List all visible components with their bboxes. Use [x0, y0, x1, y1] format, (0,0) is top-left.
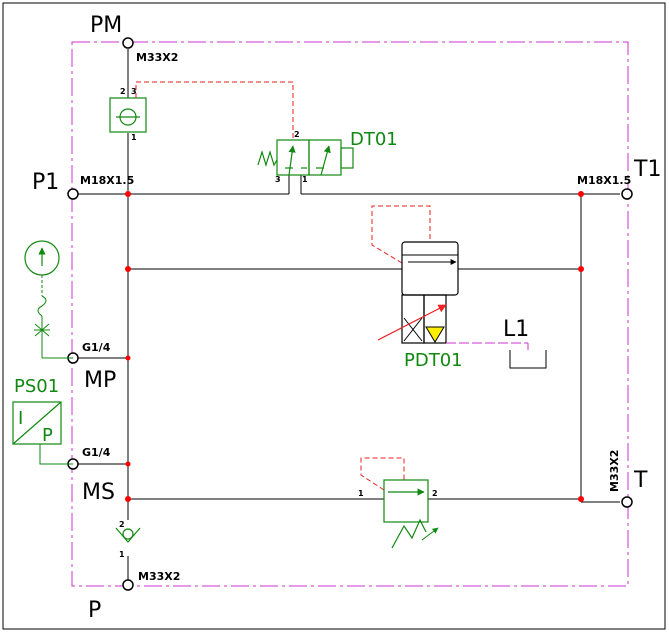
ps01-label: PS01 — [14, 376, 59, 397]
valve-dt01: 2 3 1 DT01 — [257, 129, 398, 184]
relief-port-1: 1 — [358, 489, 364, 498]
port-pm-circle — [122, 37, 134, 49]
shuttle-port-3: 3 — [131, 87, 137, 96]
junction-dot — [578, 266, 584, 272]
port-t-circle — [621, 496, 633, 508]
shuttle-port-2: 2 — [120, 87, 126, 96]
l1-label: L1 — [503, 317, 529, 342]
dt01-label: DT01 — [350, 129, 398, 150]
pressure-switch-ps01: I P PS01 — [12, 376, 73, 465]
junction-dot — [578, 496, 584, 502]
port-ms-thread: G1/4 — [82, 446, 111, 459]
junction-dot — [125, 496, 131, 502]
shuttle-port-1: 1 — [131, 133, 137, 142]
port-p1-circle — [67, 188, 79, 200]
manifold-boundary — [71, 41, 629, 587]
port-t1-circle — [621, 188, 633, 200]
junction-dot — [578, 191, 584, 197]
port-ms-label: MS — [82, 480, 115, 505]
port-t-thread: M33X2 — [608, 450, 621, 492]
port-pm-label: PM — [90, 13, 122, 38]
port-p-circle — [122, 579, 134, 591]
relief-port-2: 2 — [432, 489, 438, 498]
pdt01-label: PDT01 — [404, 350, 463, 371]
relief-valve: 1 2 — [358, 479, 439, 549]
junction-dot — [125, 461, 131, 467]
ps01-left: I — [18, 408, 23, 429]
port-p1-label: P1 — [32, 170, 59, 195]
port-t1-label: T1 — [633, 157, 661, 182]
pressure-gauge — [24, 240, 73, 359]
valve-pdt01: PDT01 — [377, 241, 529, 371]
port-p-label: P — [88, 598, 101, 623]
port-t-label: T — [633, 468, 648, 493]
indicator-icon — [425, 326, 445, 343]
dt01-port-3: 3 — [275, 175, 281, 184]
port-mp-label: MP — [84, 368, 116, 393]
port-p-thread: M33X2 — [138, 570, 180, 583]
check-port-2: 2 — [119, 520, 125, 529]
dt01-port-2: 2 — [294, 130, 300, 139]
outer-frame — [2, 2, 666, 630]
junction-dot — [125, 266, 131, 272]
port-t1-thread: M18X1.5 — [577, 174, 631, 187]
port-p1-thread: M18X1.5 — [80, 174, 134, 187]
port-mp-thread: G1/4 — [82, 341, 111, 354]
ps01-right: P — [42, 425, 53, 446]
shuttle-valve: 2 3 1 — [109, 87, 147, 142]
junction-dot — [125, 191, 131, 197]
check-valve: 2 1 — [115, 520, 141, 559]
check-port-1: 1 — [119, 550, 125, 559]
dt01-port-1: 1 — [302, 175, 308, 184]
port-pm-thread: M33X2 — [136, 51, 178, 64]
pilot-lines — [135, 81, 431, 491]
tank-l1: L1 — [503, 317, 547, 369]
main-lines — [78, 49, 620, 580]
junction-dot — [125, 355, 131, 361]
